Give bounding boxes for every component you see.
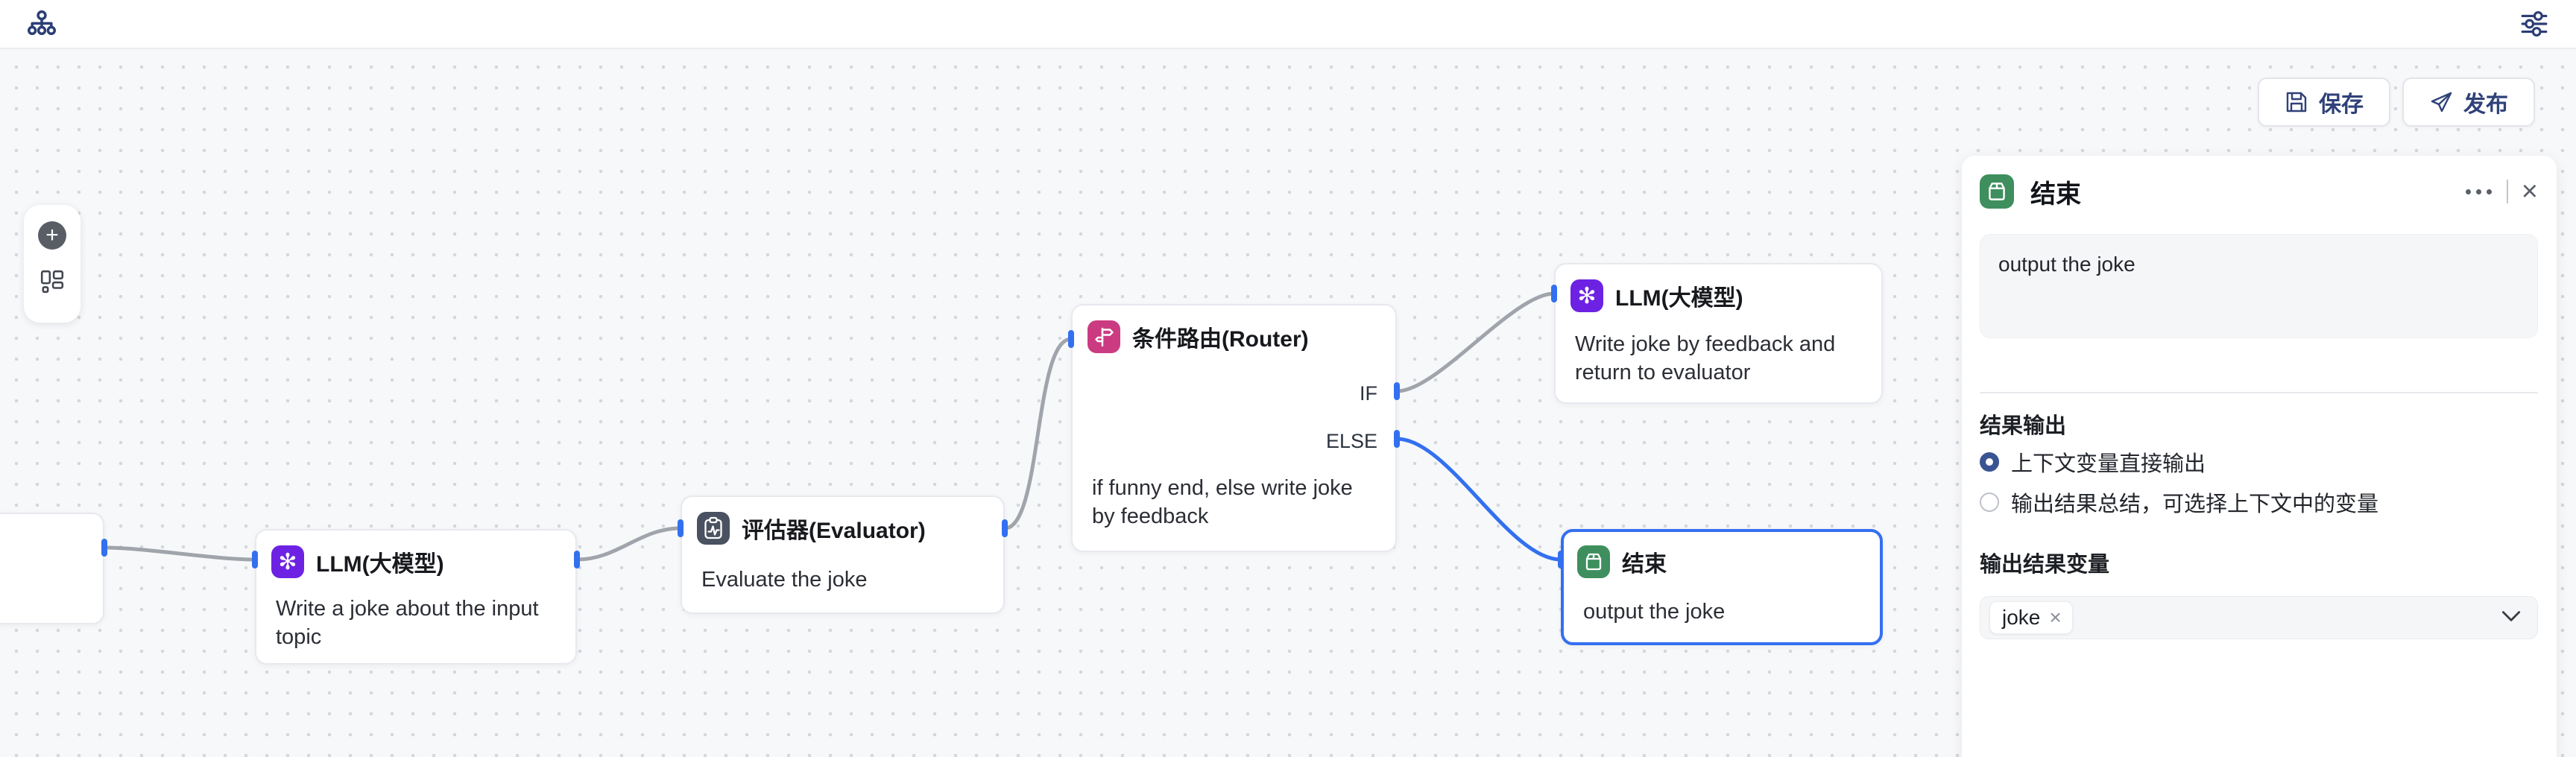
handle-llm1-out[interactable] bbox=[574, 551, 580, 568]
output-variable-heading: 输出结果变量 bbox=[1980, 553, 2110, 577]
handle-llm2-in[interactable] bbox=[1551, 285, 1557, 303]
divider bbox=[1980, 392, 2538, 393]
node-description: if funny end, else write joke by feedbac… bbox=[1092, 476, 1353, 528]
node-title: 结束 bbox=[1622, 552, 1667, 577]
toolbar-actions: 保存 发布 bbox=[2258, 77, 2535, 127]
handle-router-else-out[interactable] bbox=[1394, 430, 1400, 448]
chevron-down-icon bbox=[2501, 610, 2521, 626]
node-start-partial[interactable] bbox=[0, 513, 104, 624]
node-description-input[interactable]: output the joke bbox=[1980, 234, 2538, 338]
radio-summary-output[interactable]: 输出结果总结，可选择上下文中的变量 bbox=[1980, 492, 2538, 516]
openai-icon: ✻ bbox=[271, 545, 304, 578]
workflow-sitemap-icon[interactable] bbox=[25, 8, 58, 39]
handle-evaluator-out[interactable] bbox=[1002, 519, 1008, 537]
router-else-label: ELSE bbox=[1325, 430, 1377, 452]
handle-evaluator-in[interactable] bbox=[678, 519, 684, 537]
node-router[interactable]: 条件路由(Router) IF ELSE if funny end, else … bbox=[1071, 304, 1397, 552]
node-llm-1[interactable]: ✻ LLM(大模型) Write a joke about the input … bbox=[255, 529, 577, 665]
node-evaluator[interactable]: 评估器(Evaluator) Evaluate the joke bbox=[681, 495, 1005, 614]
publish-button-label: 发布 bbox=[2463, 92, 2508, 117]
result-output-heading: 结果输出 bbox=[1980, 414, 2067, 438]
output-variable-select[interactable]: joke × bbox=[1980, 596, 2538, 639]
node-title: 评估器(Evaluator) bbox=[742, 519, 926, 543]
openai-icon: ✻ bbox=[1570, 279, 1603, 312]
radio-unselected-icon[interactable] bbox=[1980, 492, 1999, 512]
variable-chip-label: joke bbox=[2002, 606, 2041, 629]
close-icon[interactable]: × bbox=[2521, 176, 2538, 207]
workflow-canvas[interactable]: ✻ LLM(大模型) Write a joke about the input … bbox=[0, 49, 2576, 757]
floppy-icon bbox=[2286, 92, 2307, 113]
save-button[interactable]: 保存 bbox=[2258, 77, 2390, 127]
node-title: LLM(大模型) bbox=[1615, 286, 1743, 311]
radio-label: 上下文变量直接输出 bbox=[2011, 452, 2206, 476]
settings-sliders-icon[interactable] bbox=[2518, 8, 2551, 39]
node-description: Write joke by feedback and return to eva… bbox=[1575, 332, 1836, 384]
remove-variable-icon[interactable]: × bbox=[2049, 606, 2062, 629]
router-if-label: IF bbox=[1360, 382, 1377, 405]
node-description: Write a joke about the input topic bbox=[276, 597, 539, 649]
package-icon bbox=[1577, 545, 1610, 578]
node-llm-2[interactable]: ✻ LLM(大模型) Write joke by feedback and re… bbox=[1554, 263, 1883, 404]
handle-start-out[interactable] bbox=[101, 539, 107, 557]
node-title: 条件路由(Router) bbox=[1132, 327, 1309, 352]
node-description: Evaluate the joke bbox=[701, 568, 868, 592]
app-header bbox=[0, 0, 2576, 49]
handle-end-in[interactable] bbox=[1558, 551, 1564, 568]
variable-chip[interactable]: joke × bbox=[1989, 601, 2073, 634]
divider bbox=[2506, 180, 2508, 203]
node-title: LLM(大模型) bbox=[316, 552, 444, 577]
canvas-toolbar: + bbox=[24, 205, 80, 323]
handle-llm1-in[interactable] bbox=[252, 551, 258, 568]
layout-blocks-icon[interactable] bbox=[40, 269, 65, 298]
package-icon bbox=[1980, 174, 2014, 209]
evaluator-clipboard-icon bbox=[697, 512, 730, 545]
signpost-icon bbox=[1087, 320, 1120, 353]
radio-direct-output[interactable]: 上下文变量直接输出 bbox=[1980, 452, 2538, 476]
panel-title: 结束 bbox=[2030, 180, 2081, 209]
node-end[interactable]: 结束 output the joke bbox=[1561, 529, 1883, 645]
handle-router-in[interactable] bbox=[1068, 330, 1074, 348]
more-menu-icon[interactable] bbox=[2464, 185, 2493, 199]
save-button-label: 保存 bbox=[2319, 92, 2364, 117]
radio-label: 输出结果总结，可选择上下文中的变量 bbox=[2011, 492, 2379, 516]
publish-button[interactable]: 发布 bbox=[2402, 77, 2535, 127]
handle-router-if-out[interactable] bbox=[1394, 382, 1400, 400]
add-node-button[interactable]: + bbox=[38, 221, 66, 250]
radio-selected-icon[interactable] bbox=[1980, 452, 1999, 472]
node-description: output the joke bbox=[1583, 600, 1726, 624]
workflow-edges bbox=[104, 291, 1562, 562]
node-inspector-panel: 结束 × output the joke 结果输出 上下文变量直接输出 输出结果… bbox=[1962, 156, 2557, 757]
